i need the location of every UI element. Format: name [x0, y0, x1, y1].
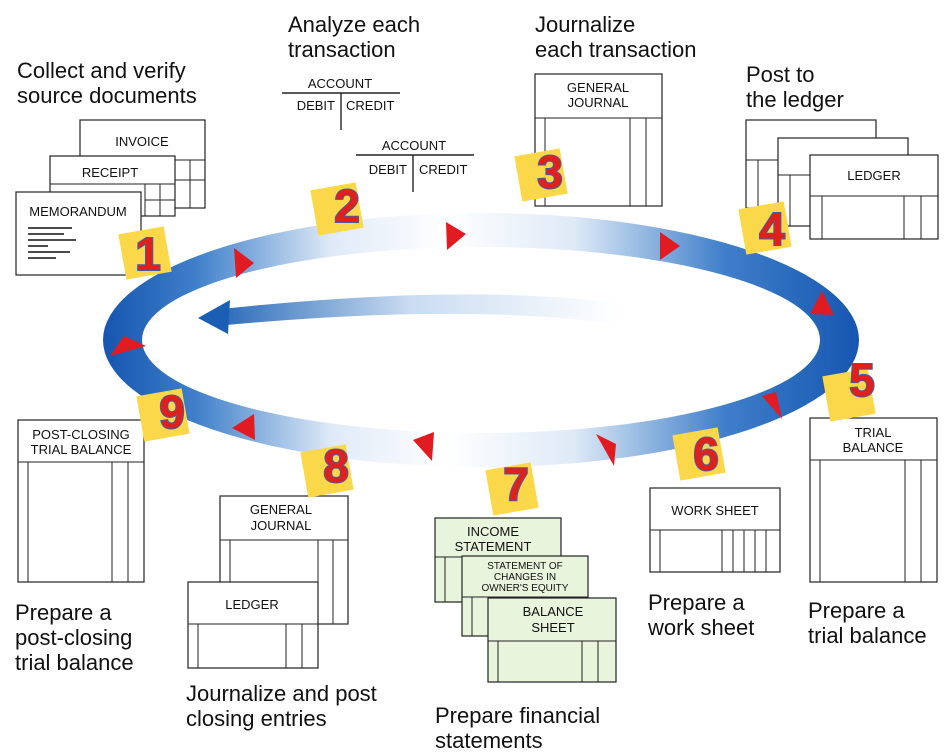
- caption-line: statements: [435, 728, 543, 753]
- caption-line: source documents: [17, 83, 197, 108]
- step-number: 7: [503, 458, 529, 510]
- step-badge-7: 7: [485, 457, 539, 516]
- step-1-caption: Collect and verify source documents: [17, 58, 197, 108]
- ledger-stack: LEDGER: [745, 119, 939, 240]
- caption-line: each transaction: [535, 37, 697, 62]
- balance-sheet-title: SHEET: [531, 620, 574, 635]
- t-account-credit: CREDIT: [346, 98, 394, 113]
- step-8-caption: Journalize and post closing entries: [186, 681, 377, 731]
- income-statement-title: STATEMENT: [455, 539, 532, 554]
- post-closing-title: POST-CLOSING: [32, 427, 130, 442]
- step-badge-5: 5: [822, 353, 876, 422]
- step-3-caption: Journalize each transaction: [535, 12, 696, 62]
- caption-line: the ledger: [746, 87, 844, 112]
- step-7-caption: Prepare financial statements: [435, 703, 600, 753]
- caption-line: post-closing: [15, 625, 133, 650]
- step-number: 5: [849, 354, 875, 406]
- step-badge-6: 6: [672, 427, 726, 481]
- caption-line: Journalize and post: [186, 681, 377, 706]
- t-account-debit: DEBIT: [297, 98, 335, 113]
- trial-balance-title: TRIAL: [855, 425, 892, 440]
- caption-line: Collect and verify: [17, 58, 186, 83]
- red-arrow: [596, 434, 616, 466]
- invoice-title: INVOICE: [115, 134, 169, 149]
- caption-line: Prepare financial: [435, 703, 601, 728]
- caption-line: Prepare a: [15, 600, 112, 625]
- general-journal-title: GENERAL: [567, 80, 629, 95]
- step-number: 8: [323, 440, 349, 492]
- post-closing-trial-balance-document: POST-CLOSING TRIAL BALANCE: [17, 419, 145, 583]
- step-number: 9: [159, 386, 185, 438]
- caption-line: closing entries: [186, 706, 327, 731]
- step-badge-9: 9: [136, 385, 190, 442]
- red-arrow: [110, 336, 146, 356]
- ledger-title: LEDGER: [225, 597, 278, 612]
- closing-entries-documents: GENERAL JOURNAL LEDGER: [187, 495, 349, 669]
- t-account-credit: CREDIT: [419, 162, 467, 177]
- step-number: 3: [537, 146, 563, 198]
- memorandum-title: MEMORANDUM: [29, 204, 127, 219]
- work-sheet-document: WORK SHEET: [649, 487, 781, 573]
- cycle-arrows: [110, 222, 834, 466]
- step-6-caption: Prepare a work sheet: [648, 590, 754, 640]
- step-badge-1: 1: [118, 226, 172, 281]
- ledger-title: LEDGER: [847, 168, 900, 183]
- caption-line: trial balance: [15, 650, 134, 675]
- step-4-caption: Post to the ledger: [746, 62, 844, 112]
- general-journal-title: GENERAL: [250, 502, 312, 517]
- caption-line: work sheet: [648, 615, 755, 640]
- balance-sheet-title: BALANCE: [523, 604, 584, 619]
- receipt-title: RECEIPT: [82, 165, 138, 180]
- red-arrow: [762, 392, 782, 419]
- red-arrow: [232, 414, 255, 440]
- income-statement-title: INCOME: [467, 524, 519, 539]
- caption-line: Prepare a: [808, 598, 905, 623]
- caption-line: Journalize: [535, 12, 636, 37]
- step-badge-4: 4: [738, 201, 792, 256]
- step-number: 4: [759, 203, 785, 255]
- inner-arrowhead: [198, 300, 230, 334]
- step-5-caption: Prepare a trial balance: [808, 598, 927, 648]
- caption-line: trial balance: [808, 623, 927, 648]
- t-account-title: ACCOUNT: [308, 76, 372, 91]
- post-closing-title: TRIAL BALANCE: [31, 442, 132, 457]
- work-sheet-title: WORK SHEET: [671, 503, 758, 518]
- t-account-debit: DEBIT: [369, 162, 407, 177]
- step-number: 1: [135, 228, 161, 280]
- red-arrow: [234, 248, 254, 278]
- t-account-2: ACCOUNT DEBIT CREDIT: [356, 138, 474, 192]
- changes-in-equity-title: OWNER'S EQUITY: [482, 583, 569, 594]
- step-2-caption: Analyze each transaction: [288, 12, 420, 62]
- trial-balance-title: BALANCE: [843, 440, 904, 455]
- step-9-caption: Prepare a post-closing trial balance: [15, 600, 134, 675]
- step-badge-2: 2: [310, 179, 364, 236]
- financial-statements-stack: INCOME STATEMENT STATEMENT OF CHANGES IN…: [434, 517, 617, 683]
- caption-line: Post to: [746, 62, 815, 87]
- step-badge-8: 8: [300, 439, 354, 498]
- red-arrow: [810, 291, 834, 315]
- trial-balance-document: TRIAL BALANCE: [809, 417, 938, 583]
- caption-line: Analyze each: [288, 12, 421, 37]
- general-journal-title: JOURNAL: [568, 95, 629, 110]
- general-journal-title: JOURNAL: [251, 518, 312, 533]
- step-number: 2: [334, 180, 360, 232]
- changes-in-equity-title: CHANGES IN: [494, 572, 556, 583]
- caption-line: Prepare a: [648, 590, 745, 615]
- step-number: 6: [693, 428, 719, 480]
- red-arrow: [446, 222, 466, 250]
- step-badge-3: 3: [514, 145, 568, 202]
- t-account-1: ACCOUNT DEBIT CREDIT: [282, 76, 400, 130]
- changes-in-equity-title: STATEMENT OF: [487, 561, 563, 572]
- memorandum-document: MEMORANDUM: [15, 191, 142, 276]
- red-arrow: [413, 432, 434, 461]
- caption-line: transaction: [288, 37, 396, 62]
- red-arrow: [660, 232, 680, 260]
- t-account-title: ACCOUNT: [382, 138, 446, 153]
- inner-return-arrow: [212, 294, 810, 378]
